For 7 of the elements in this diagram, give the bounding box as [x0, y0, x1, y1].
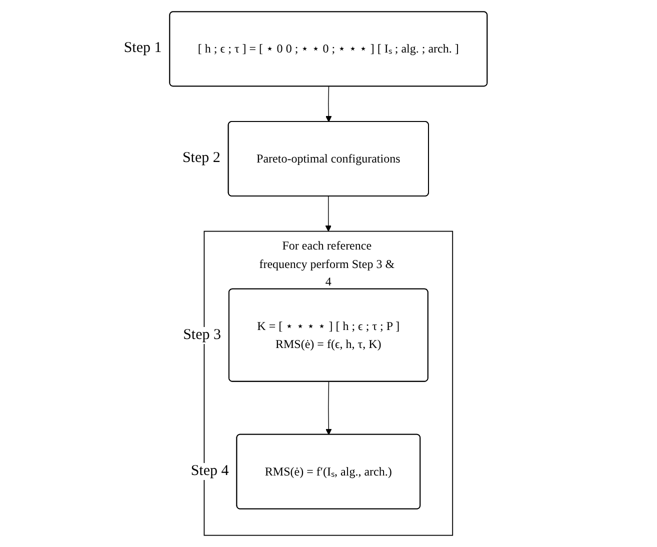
step-label: Step 3: [183, 326, 221, 344]
step-label: Step 4: [190, 463, 229, 480]
arrow: [326, 86, 332, 122]
step-label: Step 1: [124, 40, 162, 58]
arrow: [326, 381, 332, 435]
arrow: [325, 196, 332, 232]
step-label: Step 2: [182, 150, 220, 168]
